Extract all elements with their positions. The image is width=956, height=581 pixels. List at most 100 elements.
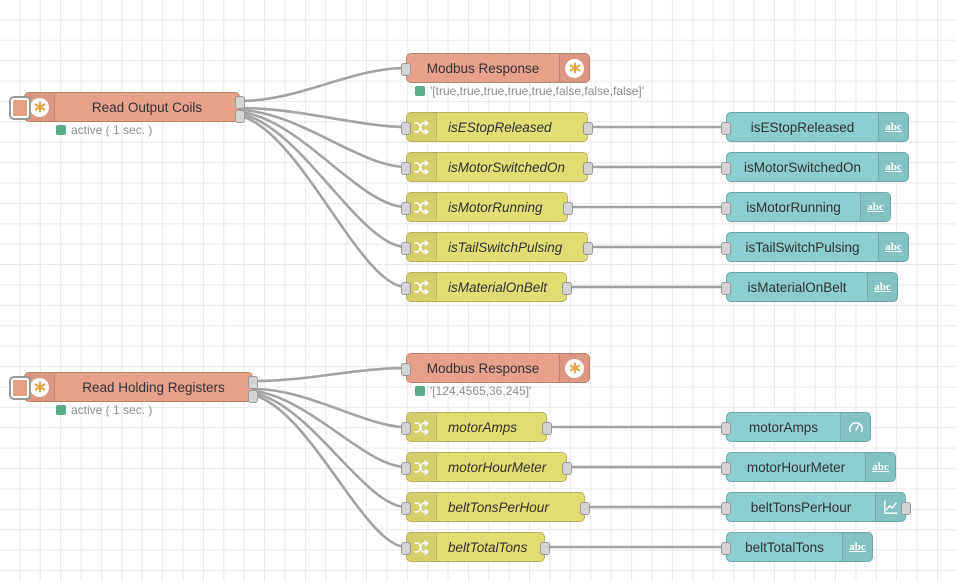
gauge-icon <box>840 413 870 441</box>
change-icon <box>407 273 437 301</box>
node-ui-isestopreleased[interactable]: isEStopReleased abc <box>721 112 909 142</box>
node-ui-motoramps[interactable]: motorAmps <box>721 412 871 442</box>
node-label: isEStopReleased <box>448 119 552 135</box>
node-ui-belttonsperhour[interactable]: beltTonsPerHour <box>721 492 911 522</box>
node-change-isestopreleased[interactable]: isEStopReleased <box>401 112 593 142</box>
input-port[interactable] <box>401 202 411 215</box>
status-dot <box>415 386 425 396</box>
change-icon <box>407 413 437 441</box>
inject-button[interactable] <box>9 96 31 120</box>
output-port[interactable] <box>901 502 911 515</box>
node-label: motorHourMeter <box>746 459 846 475</box>
output-port[interactable] <box>540 542 550 555</box>
node-label: beltTotalTons <box>448 539 528 555</box>
input-port[interactable] <box>401 162 411 175</box>
input-port[interactable] <box>401 462 411 475</box>
node-label: isEStopReleased <box>750 119 855 135</box>
change-icon <box>407 113 437 141</box>
node-change-motorhourmeter[interactable]: motorHourMeter <box>401 452 572 482</box>
output-port[interactable] <box>580 502 590 515</box>
node-change-belttotaltons[interactable]: beltTotalTons <box>401 532 550 562</box>
input-port[interactable] <box>401 282 411 295</box>
status-text: '[124,4565,36,245]' <box>430 384 532 398</box>
node-ui-ismotorswitchedon[interactable]: isMotorSwitchedOn abc <box>721 152 909 182</box>
input-port[interactable] <box>721 162 731 175</box>
status-text: '[true,true,true,true,true,false,false,f… <box>430 84 645 98</box>
status-dot <box>56 125 66 135</box>
input-port[interactable] <box>401 242 411 255</box>
status-modbus-response-coils: '[true,true,true,true,true,false,false,f… <box>415 84 644 98</box>
input-port[interactable] <box>401 542 411 555</box>
input-port[interactable] <box>401 422 411 435</box>
input-port[interactable] <box>721 282 731 295</box>
input-port[interactable] <box>721 122 731 135</box>
output-port-2[interactable] <box>248 390 258 403</box>
node-label: isMaterialOnBelt <box>747 279 847 295</box>
abc-icon: abc <box>867 273 897 301</box>
node-change-istailswitchpulsing[interactable]: isTailSwitchPulsing <box>401 232 593 262</box>
node-change-ismotorrunning[interactable]: isMotorRunning <box>401 192 573 222</box>
node-label: isMotorRunning <box>448 199 543 215</box>
output-port[interactable] <box>583 122 593 135</box>
status-dot <box>56 405 66 415</box>
change-icon <box>407 533 437 561</box>
output-port[interactable] <box>563 202 573 215</box>
change-icon <box>407 193 437 221</box>
status-read-holding-registers: active ( 1 sec. ) <box>56 403 152 417</box>
status-text: active ( 1 sec. ) <box>71 403 153 417</box>
node-ui-ismaterialonbelt[interactable]: isMaterialOnBelt abc <box>721 272 898 302</box>
output-port[interactable] <box>583 162 593 175</box>
change-icon <box>407 233 437 261</box>
node-read-output-coils[interactable]: Read Output Coils <box>9 92 245 123</box>
input-port[interactable] <box>401 363 411 376</box>
node-ui-ismotorrunning[interactable]: isMotorRunning abc <box>721 192 891 222</box>
status-dot <box>415 86 425 96</box>
output-port[interactable] <box>562 462 572 475</box>
abc-icon: abc <box>878 153 908 181</box>
node-ui-motorhourmeter[interactable]: motorHourMeter abc <box>721 452 896 482</box>
node-change-ismaterialonbelt[interactable]: isMaterialOnBelt <box>401 272 572 302</box>
chart-icon <box>875 493 905 521</box>
abc-icon: abc <box>842 533 872 561</box>
node-modbus-response-coils[interactable]: Modbus Response <box>401 53 590 83</box>
input-port[interactable] <box>721 242 731 255</box>
node-change-belttonsperhour[interactable]: beltTonsPerHour <box>401 492 590 522</box>
abc-icon: abc <box>860 193 890 221</box>
node-read-holding-registers[interactable]: Read Holding Registers <box>9 372 258 403</box>
node-label: beltTonsPerHour <box>448 499 549 515</box>
node-label: beltTonsPerHour <box>750 499 852 515</box>
node-modbus-response-registers[interactable]: Modbus Response <box>401 353 590 383</box>
status-text: active ( 1 sec. ) <box>71 123 153 137</box>
input-port[interactable] <box>721 202 731 215</box>
abc-icon: abc <box>878 233 908 261</box>
input-port[interactable] <box>721 462 731 475</box>
inject-button[interactable] <box>9 376 31 400</box>
output-port-1[interactable] <box>248 376 258 389</box>
node-ui-istailswitchpulsing[interactable]: isTailSwitchPulsing abc <box>721 232 909 262</box>
input-port[interactable] <box>721 502 731 515</box>
node-label: motorHourMeter <box>448 459 547 475</box>
node-label: isTailSwitchPulsing <box>448 239 563 255</box>
node-label: Read Output Coils <box>91 99 203 115</box>
output-port[interactable] <box>562 282 572 295</box>
output-port-1[interactable] <box>235 96 245 109</box>
input-port[interactable] <box>721 422 731 435</box>
node-label: isMotorSwitchedOn <box>743 159 862 175</box>
node-label: isTailSwitchPulsing <box>745 239 860 255</box>
output-port[interactable] <box>542 422 552 435</box>
node-label: Modbus Response <box>426 60 540 76</box>
node-label: motorAmps <box>748 419 819 435</box>
output-port[interactable] <box>583 242 593 255</box>
input-port[interactable] <box>401 502 411 515</box>
node-change-ismotorswitchedon[interactable]: isMotorSwitchedOn <box>401 152 593 182</box>
output-port-2[interactable] <box>235 110 245 123</box>
input-port[interactable] <box>721 542 731 555</box>
node-change-motoramps[interactable]: motorAmps <box>401 412 552 442</box>
change-icon <box>407 493 437 521</box>
input-port[interactable] <box>401 63 411 76</box>
node-label: beltTotalTons <box>745 539 824 555</box>
modbus-icon <box>559 354 589 382</box>
input-port[interactable] <box>401 122 411 135</box>
node-ui-belttotaltons[interactable]: beltTotalTons abc <box>721 532 873 562</box>
